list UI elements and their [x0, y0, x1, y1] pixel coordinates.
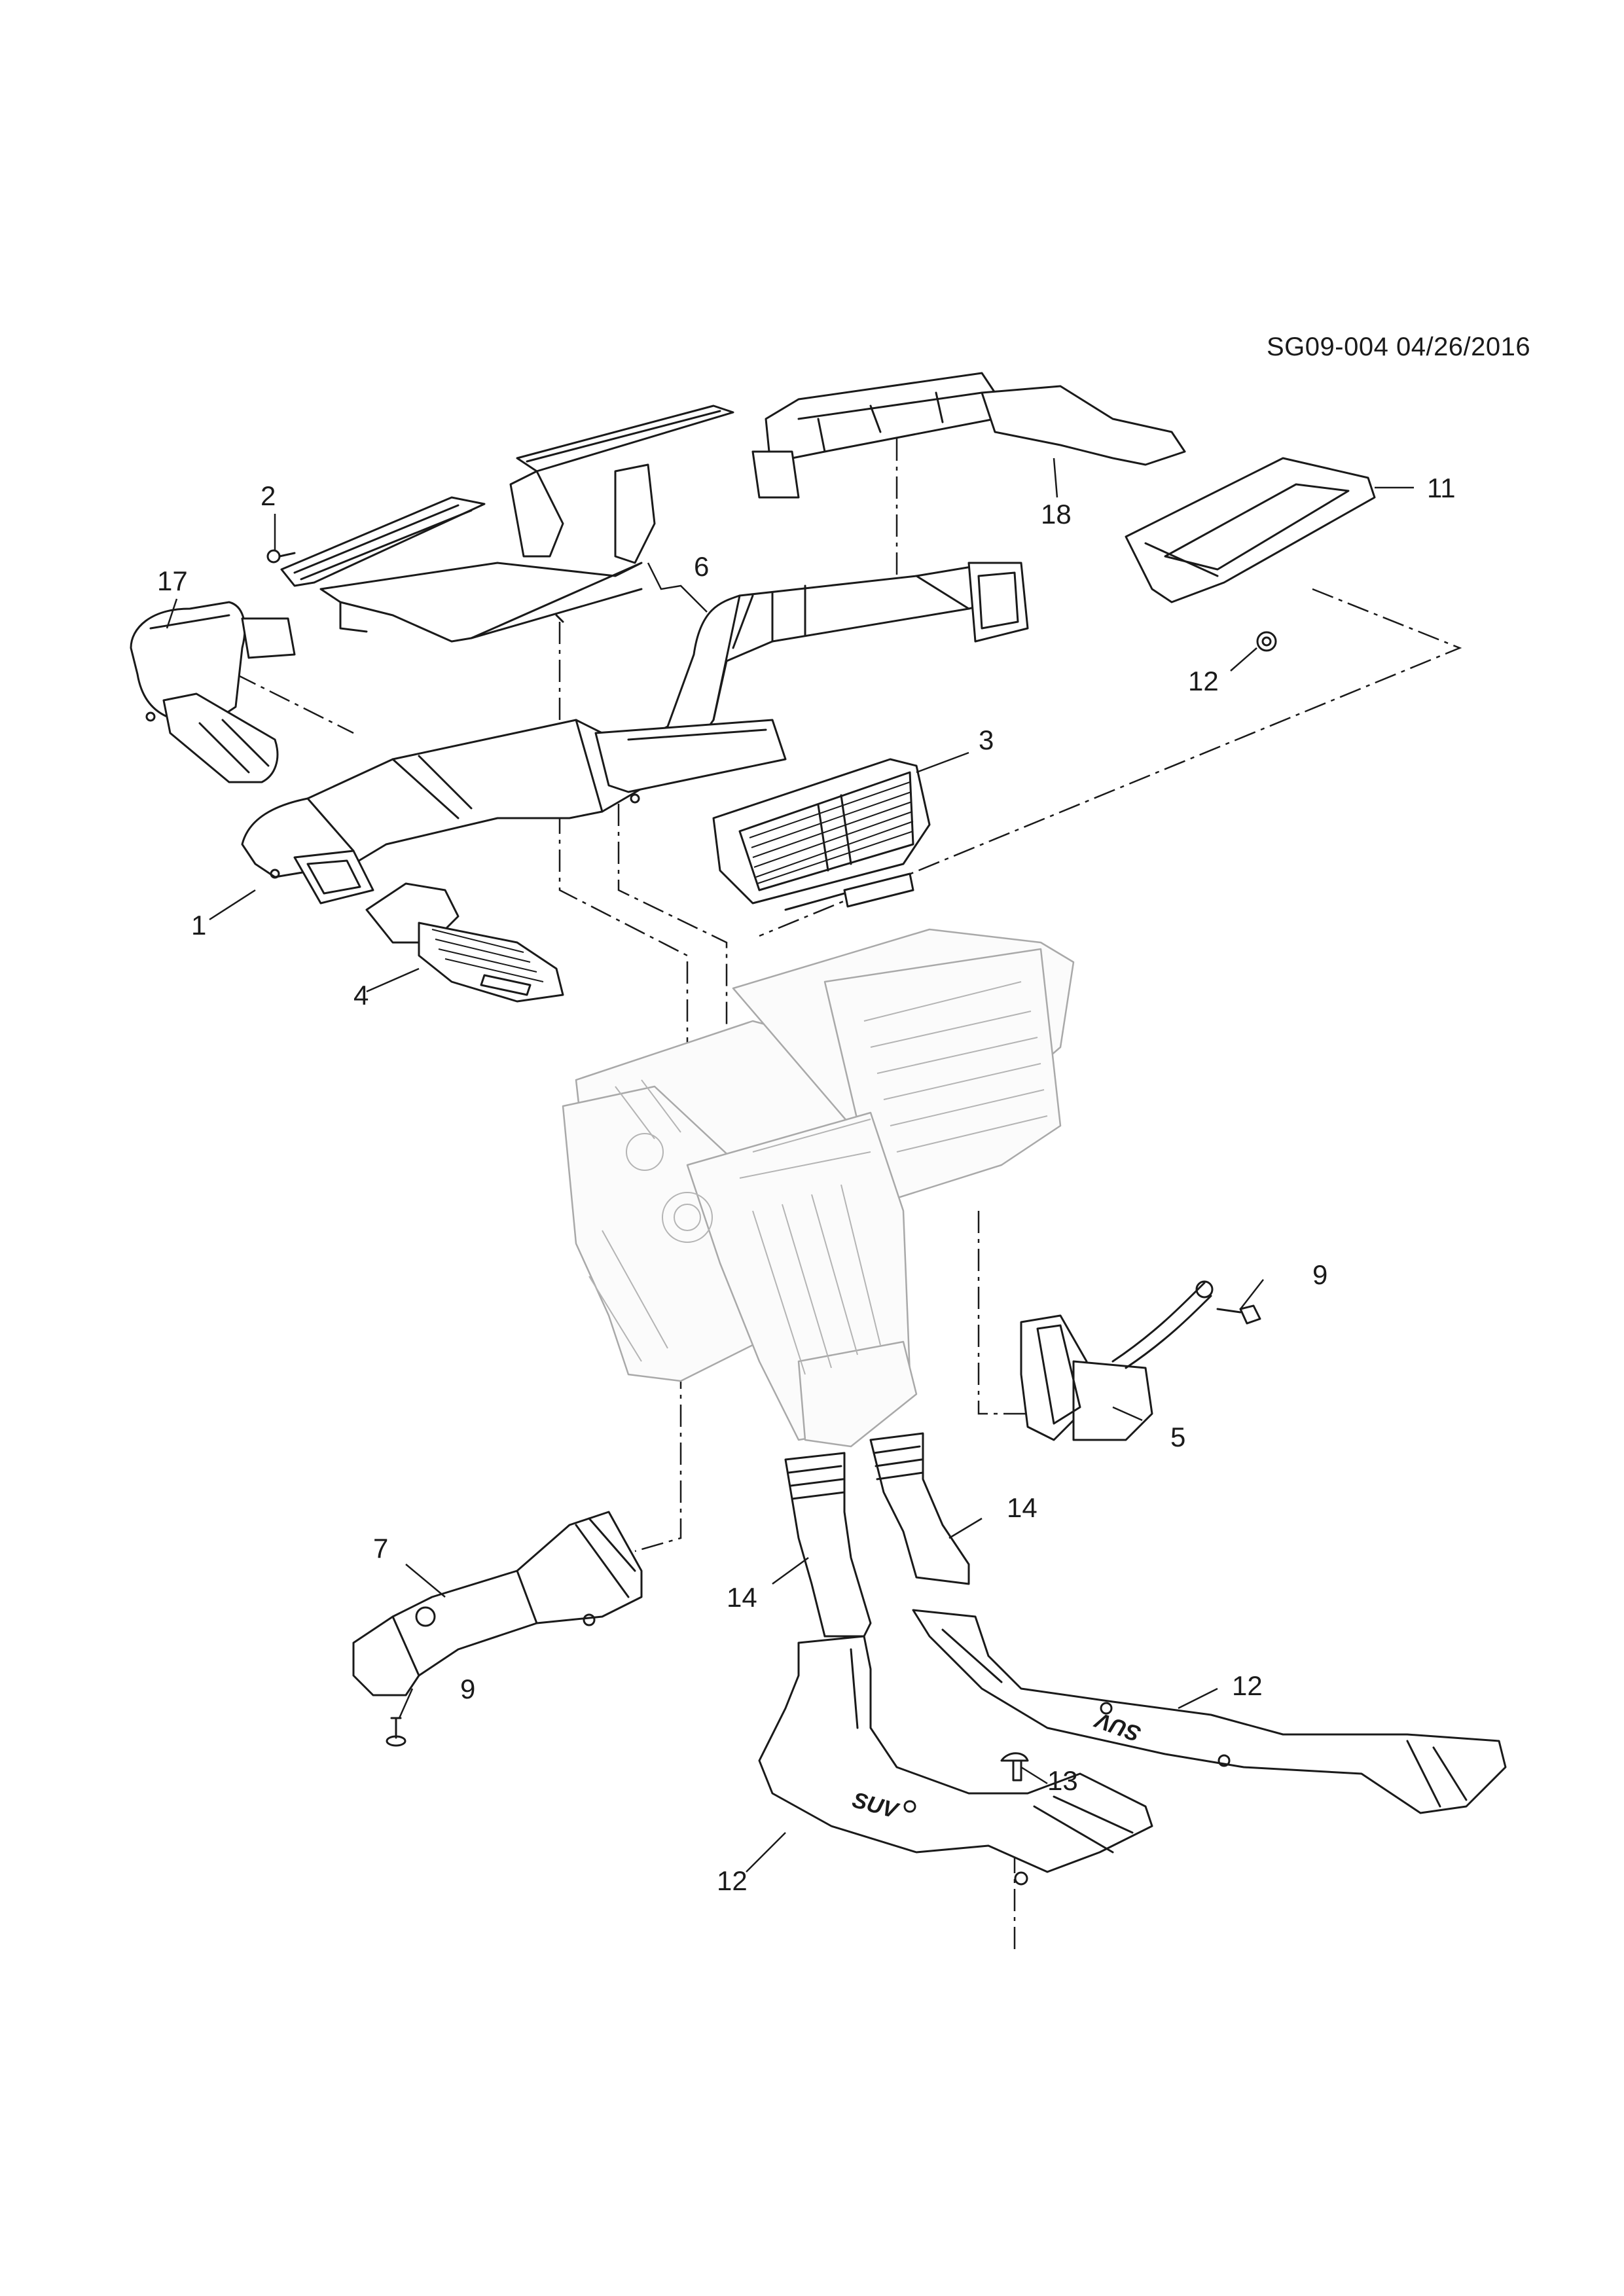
callout-4: 4 [353, 980, 369, 1011]
part-2-screw [266, 549, 296, 564]
part-6-upper-center-duct [280, 404, 734, 643]
leader-lines [166, 457, 1414, 1873]
part-5-rear-outlet [1020, 1280, 1214, 1441]
callout-6: 6 [694, 551, 709, 582]
part-9-screw-upper [1216, 1304, 1261, 1325]
part-10-vent-bezel [1125, 457, 1376, 603]
callout-13: 13 [1047, 1765, 1078, 1796]
callout-9-upper: 9 [1312, 1259, 1327, 1290]
part-14-right-connector [869, 1432, 970, 1585]
part-7-left-floor-duct [352, 1511, 643, 1696]
callout-11: 12 [1188, 666, 1219, 696]
callout-12-left: 12 [717, 1865, 748, 1896]
part-17-left-side-duct [130, 601, 296, 783]
part-11-clip [1256, 631, 1277, 652]
callout-2: 2 [261, 480, 276, 511]
callout-1: 1 [191, 910, 206, 941]
callout-9-lower: 9 [460, 1674, 475, 1704]
part-14-left-connector [784, 1452, 872, 1638]
callout-14-left: 14 [727, 1582, 757, 1613]
part-9-screw-lower [386, 1717, 406, 1747]
callout-12-right: 12 [1232, 1670, 1263, 1701]
callout-14-right: 14 [1007, 1492, 1038, 1523]
part-3-center-vent [712, 758, 931, 911]
callout-7: 7 [373, 1533, 388, 1564]
part-13-push-clip [1000, 1752, 1029, 1782]
document-code: SG09-004 04/26/2016 [1267, 332, 1531, 361]
callout-17: 17 [157, 565, 188, 596]
callout-10: 11 [1427, 473, 1456, 503]
part-12-left-rear-duct: SUV [758, 1635, 1153, 1886]
callout-labels: 2 17 6 18 11 12 3 1 4 9 5 7 9 14 14 12 1… [157, 473, 1456, 1896]
part-1-main-ip-duct [241, 562, 1029, 905]
callout-3: 3 [979, 725, 994, 755]
callout-5: 5 [1170, 1422, 1185, 1452]
hvac-module-ghost [562, 928, 1075, 1448]
part-18-upper-right-duct [751, 372, 1186, 499]
part-12-right-rear-duct: SUV [912, 1609, 1507, 1814]
part-4-side-vent [365, 882, 564, 1003]
callout-18: 18 [1041, 499, 1072, 529]
